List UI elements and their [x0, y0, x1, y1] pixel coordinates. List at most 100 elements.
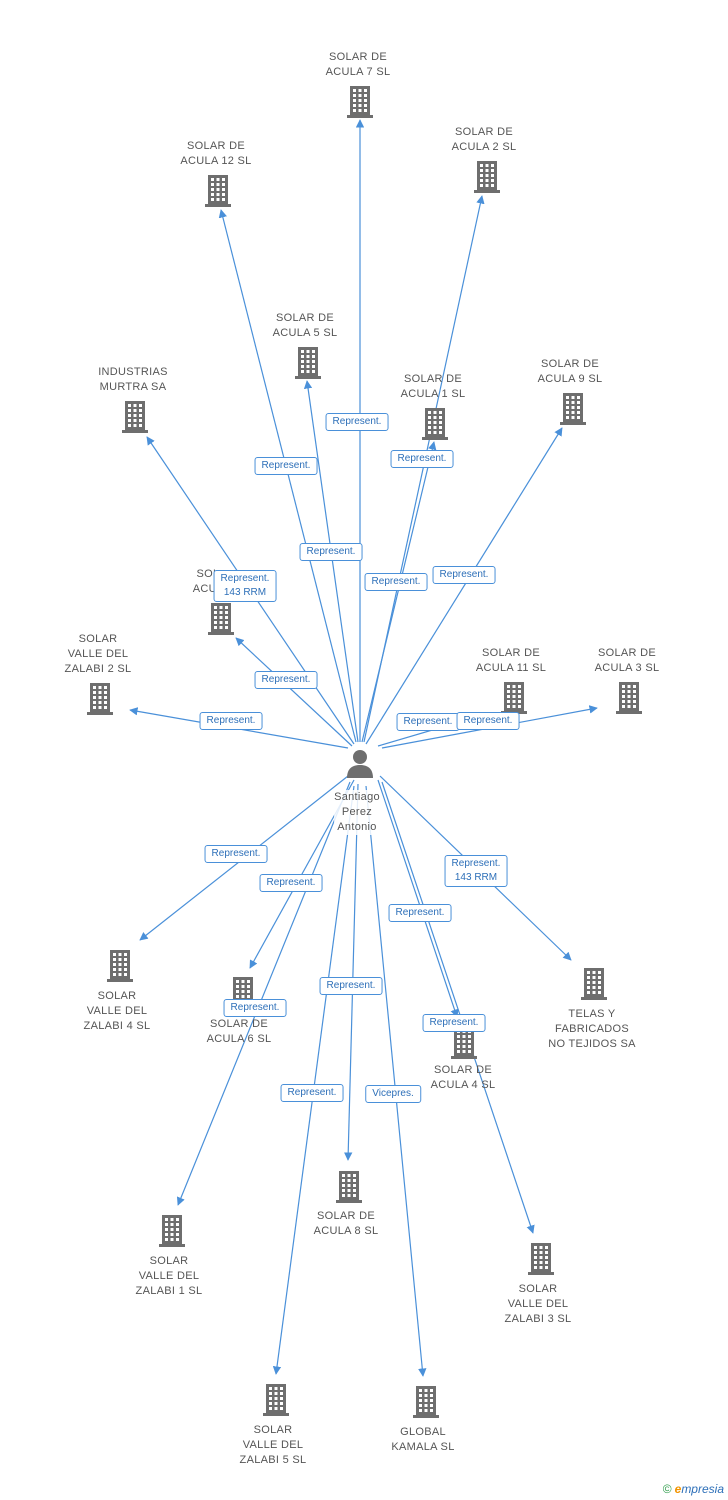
- edge-zalabi3: [381, 781, 535, 1234]
- relation-label-acula9[interactable]: Represent.: [432, 566, 496, 584]
- relation-label-kamala[interactable]: Vicepres.: [365, 1085, 421, 1103]
- label-line: GLOBAL: [400, 1426, 446, 1438]
- relation-label-acula1[interactable]: Represent.: [364, 573, 428, 591]
- building-icon: [474, 161, 500, 193]
- company-node-zalabi3[interactable]: [528, 1242, 554, 1276]
- label-line: VALLE DEL: [507, 1298, 569, 1310]
- company-node-acula3[interactable]: [616, 681, 642, 715]
- relation-label-acula8[interactable]: Represent.: [319, 977, 383, 995]
- relation-text: 143 RRM: [223, 587, 267, 598]
- person-icon: [347, 750, 373, 778]
- label-line: ZALABI 4 SL: [83, 1020, 151, 1032]
- building-icon: [501, 682, 527, 714]
- company-node-zalabi4[interactable]: [107, 949, 133, 983]
- company-node-telas[interactable]: [581, 967, 607, 1001]
- edge-kamala: [365, 785, 427, 1377]
- label-line: SOLAR DE: [540, 358, 600, 370]
- building-icon: [422, 408, 448, 440]
- relation-label-acula3[interactable]: Represent.: [456, 712, 520, 730]
- company-node-acula5[interactable]: [295, 346, 321, 380]
- company-node-acula9[interactable]: [560, 392, 586, 426]
- company-label: GLOBAL KAMALA SL: [391, 1425, 454, 1455]
- relation-label-acula11[interactable]: Represent.: [396, 713, 460, 731]
- relation-label-murtra[interactable]: Represent.143 RRM: [213, 570, 277, 602]
- label-line: INDUSTRIAS: [98, 366, 168, 378]
- company-label: SOLAR DE ACULA 3 SL: [595, 646, 660, 676]
- relation-text: Represent.: [206, 715, 256, 726]
- company-label: SOLAR DE ACULA 5 SL: [273, 311, 338, 341]
- building-icon: [560, 393, 586, 425]
- label-line: ACULA 8 SL: [313, 1225, 379, 1237]
- label-line: SOLAR: [149, 1255, 189, 1267]
- company-node-zalabi5[interactable]: [263, 1383, 289, 1417]
- company-node-acula7[interactable]: [347, 85, 373, 119]
- label-line: SOLAR DE: [209, 1018, 269, 1030]
- relation-label-zalabi2[interactable]: Represent.: [199, 712, 263, 730]
- relation-label-zalabi1[interactable]: Represent.: [223, 999, 287, 1017]
- relation-label-acula12[interactable]: Represent.: [254, 457, 318, 475]
- building-icon: [87, 683, 113, 715]
- company-node-acula1[interactable]: [422, 407, 448, 441]
- relation-text: Represent.: [211, 848, 261, 859]
- relation-label-acula6[interactable]: Represent.: [259, 874, 323, 892]
- edge-acula12: [218, 209, 357, 743]
- company-node-acula2[interactable]: [474, 160, 500, 194]
- building-icon: [347, 86, 373, 118]
- edge-acula4: [377, 779, 459, 1018]
- label-line: ZALABI 5 SL: [239, 1454, 307, 1466]
- label-line: ACULA 6 SL: [206, 1033, 272, 1045]
- person-node[interactable]: [345, 748, 375, 778]
- label-line: ACULA 3 SL: [594, 662, 660, 674]
- company-node-acula12[interactable]: [205, 174, 231, 208]
- company-node-acula11[interactable]: [501, 681, 527, 715]
- label-line: ACULA 12 SL: [180, 155, 252, 167]
- label-line: Antonio: [337, 821, 377, 833]
- relation-text: Represent.: [395, 907, 445, 918]
- label-line: ACULA 1 SL: [400, 388, 466, 400]
- company-node-kamala[interactable]: [413, 1385, 439, 1419]
- brand-footer[interactable]: ©empresia: [663, 1482, 724, 1496]
- relation-text: Represent.: [306, 546, 356, 557]
- company-node-acula8[interactable]: [336, 1170, 362, 1204]
- relation-label-acula2[interactable]: Represent.: [390, 450, 454, 468]
- edge-aculaHidden: [235, 637, 353, 747]
- edge-acula5: [303, 380, 359, 743]
- company-node-zalabi2[interactable]: [87, 682, 113, 716]
- edge-zalabi5: [272, 785, 355, 1375]
- relation-label-zalabi5[interactable]: Represent.: [280, 1084, 344, 1102]
- relation-label-aculaHidden[interactable]: Represent.: [254, 671, 318, 689]
- label-line: SOLAR DE: [186, 140, 246, 152]
- edge-zalabi1: [176, 781, 351, 1206]
- label-line: ACULA 5 SL: [272, 327, 338, 339]
- relation-label-acula7[interactable]: Represent.: [325, 413, 389, 431]
- building-icon: [107, 950, 133, 982]
- company-node-zalabi1[interactable]: [159, 1214, 185, 1248]
- label-line: Perez: [341, 806, 373, 818]
- label-line: SOLAR DE: [597, 647, 657, 659]
- relation-label-zalabi4[interactable]: Represent.: [204, 845, 268, 863]
- label-line: SOLAR DE: [275, 312, 335, 324]
- label-line: ACULA 9 SL: [537, 373, 603, 385]
- relation-label-zalabi3[interactable]: Represent.: [422, 1014, 486, 1032]
- edge-acula9: [365, 427, 563, 745]
- relation-label-acula5[interactable]: Represent.: [299, 543, 363, 561]
- label-line: ZALABI 2 SL: [64, 663, 132, 675]
- label-line: KAMALA SL: [391, 1441, 455, 1453]
- relation-text: Represent.: [429, 1017, 479, 1028]
- relation-label-telas[interactable]: Represent.143 RRM: [444, 855, 508, 887]
- relation-label-acula4[interactable]: Represent.: [388, 904, 452, 922]
- company-node-aculaHidden[interactable]: [208, 602, 234, 636]
- company-node-murtra[interactable]: [122, 400, 148, 434]
- company-label: SOLAR DE ACULA 9 SL: [538, 357, 603, 387]
- label-line: SOLAR DE: [481, 647, 541, 659]
- building-icon: [581, 968, 607, 1000]
